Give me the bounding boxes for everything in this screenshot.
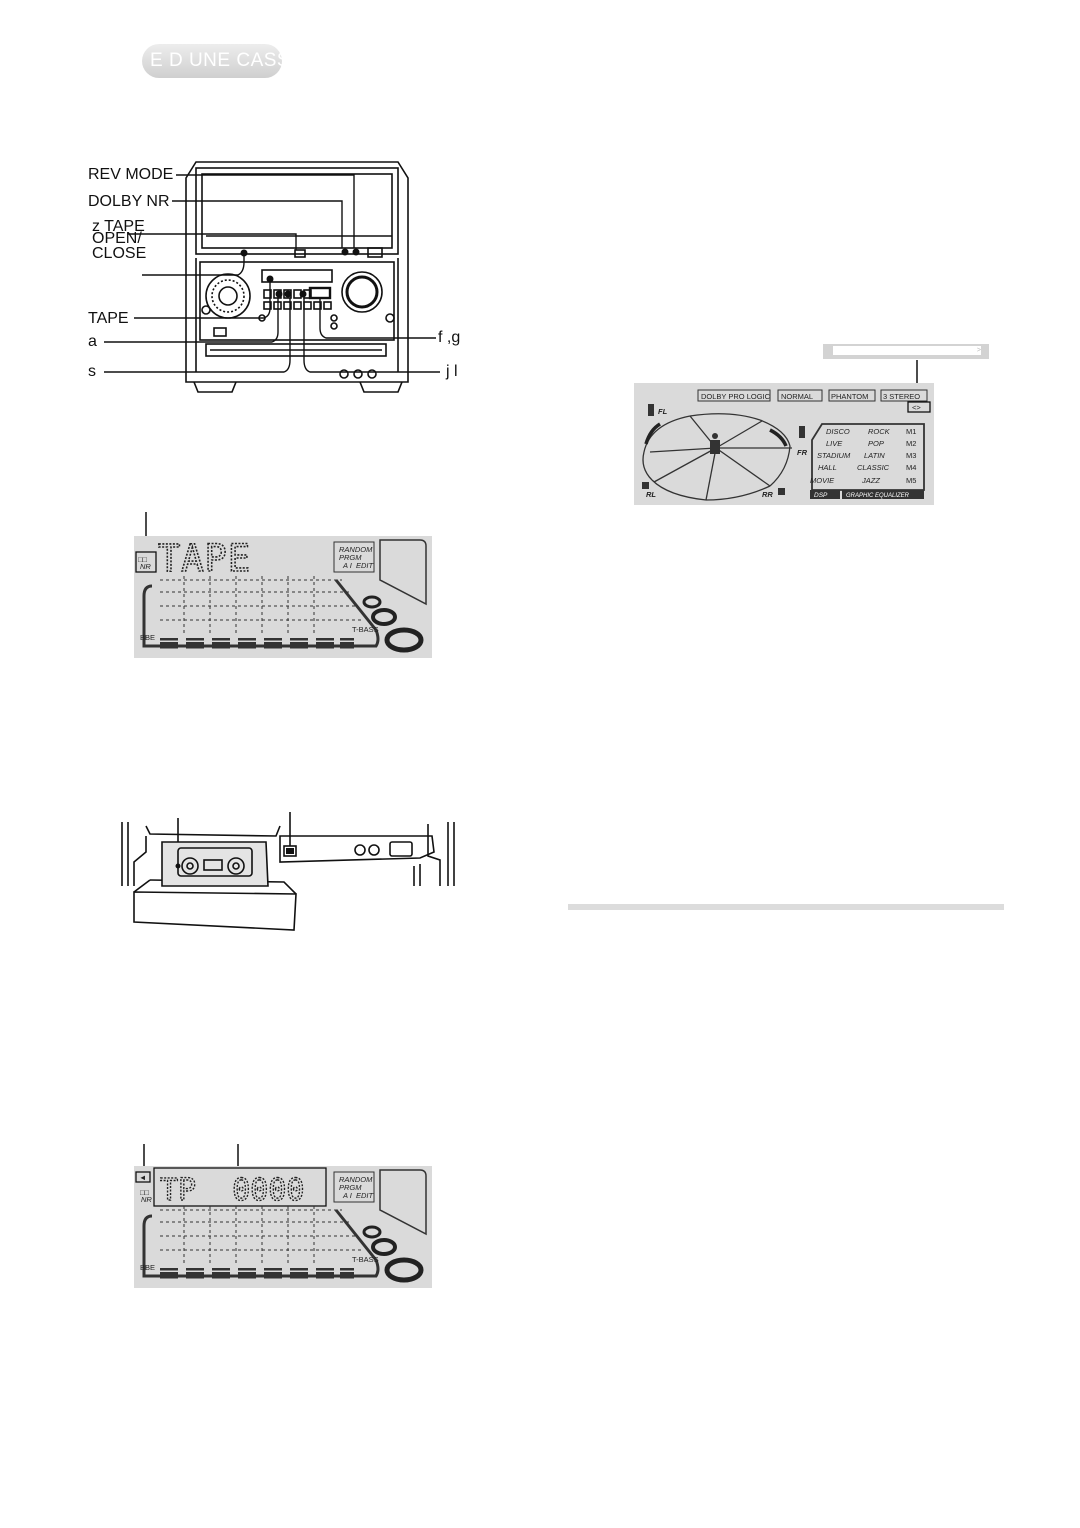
lcd1-prgm: PRGM (339, 553, 362, 562)
mode-dolby-pro-logic: DOLBY PRO LOGIC (701, 392, 771, 401)
lcd2-ai: A I (342, 1191, 352, 1200)
section-divider (568, 904, 1004, 910)
dsp-item-live: LIVE (826, 439, 843, 448)
header-pill (142, 44, 282, 78)
lcd1-big-text: TAPE (158, 537, 251, 580)
speaker-fr-icon (799, 426, 805, 438)
lcd2-bbe: BBE (140, 1263, 155, 1272)
listener-icon (710, 440, 720, 454)
a-label: a (88, 333, 97, 350)
speaker-fl-label: FL (658, 407, 668, 416)
dsp-label: DSP (814, 492, 828, 499)
s-label: s (88, 363, 96, 380)
speaker-fl-icon (648, 404, 654, 416)
speaker-fr-label: FR (797, 448, 808, 457)
mode-3-stereo: 3 STEREO (883, 392, 920, 401)
lcd2-tbass: T-BASS (352, 1255, 379, 1264)
lcd1-bbe: BBE (140, 633, 155, 642)
dsp-item-stadium: STADIUM (817, 451, 851, 460)
tape-open-close-label-2: OPEN/ (92, 230, 142, 247)
memory-m4: M4 (906, 463, 916, 472)
rev-mode-label: REV MODE (88, 166, 174, 183)
speaker-rl-icon (642, 482, 649, 489)
lcd1-nr-symbol: □□ (138, 555, 148, 564)
dolby-nr-label: DOLBY NR (88, 193, 170, 210)
lcd1-nr: NR (140, 562, 151, 571)
j-l-label: j l (446, 363, 458, 380)
eq-item-classic: CLASSIC (857, 463, 890, 472)
tape-open-close-label-1: z TAPE (92, 218, 145, 235)
mode-phantom: PHANTOM (831, 392, 868, 401)
lcd2-prgm: PRGM (339, 1183, 362, 1192)
speaker-rr-label: RR (762, 490, 773, 499)
lcd1-edit: EDIT (356, 561, 375, 570)
tape-open-close-label-3: CLOSE (92, 245, 147, 262)
lcd2-big-text: TP 0000 (160, 1173, 305, 1208)
dsp-item-disco: DISCO (826, 427, 850, 436)
memory-m1: M1 (906, 427, 916, 436)
memory-m5: M5 (906, 476, 916, 485)
lcd2-nr: NR (141, 1195, 152, 1204)
speaker-rl-label: RL (646, 490, 656, 499)
memory-m2: M2 (906, 439, 916, 448)
dsp-item-hall: HALL (818, 463, 837, 472)
lcd2-random: RANDOM (339, 1175, 373, 1184)
lcd2-edit: EDIT (356, 1191, 375, 1200)
f-g-label: f ,g (438, 329, 461, 346)
eq-item-rock: ROCK (868, 427, 891, 436)
eq-item-latin: LATIN (864, 451, 885, 460)
lcd1-ai: A I (342, 561, 352, 570)
memory-m3: M3 (906, 451, 916, 460)
tape-label: TAPE (88, 310, 129, 327)
surround-arrows-icon: <> (912, 403, 921, 412)
eq-item-pop: POP (868, 439, 884, 448)
speaker-rr-icon (778, 488, 785, 495)
lcd2-nr-symbol: □□ (140, 1188, 150, 1197)
lcd1-random: RANDOM (339, 545, 373, 554)
mode-normal: NORMAL (781, 392, 813, 401)
lcd2-arrow: ◄ (139, 1173, 146, 1182)
eq-item-jazz: JAZZ (861, 476, 880, 485)
lcd1-tbass: T-BASS (352, 625, 379, 634)
page-title: E D UNE CASS (150, 50, 291, 71)
top-bar-marker: > (833, 346, 981, 355)
dsp-item-movie: MOVIE (810, 476, 835, 485)
eq-label: GRAPHIC EQUALIZER (846, 493, 910, 499)
